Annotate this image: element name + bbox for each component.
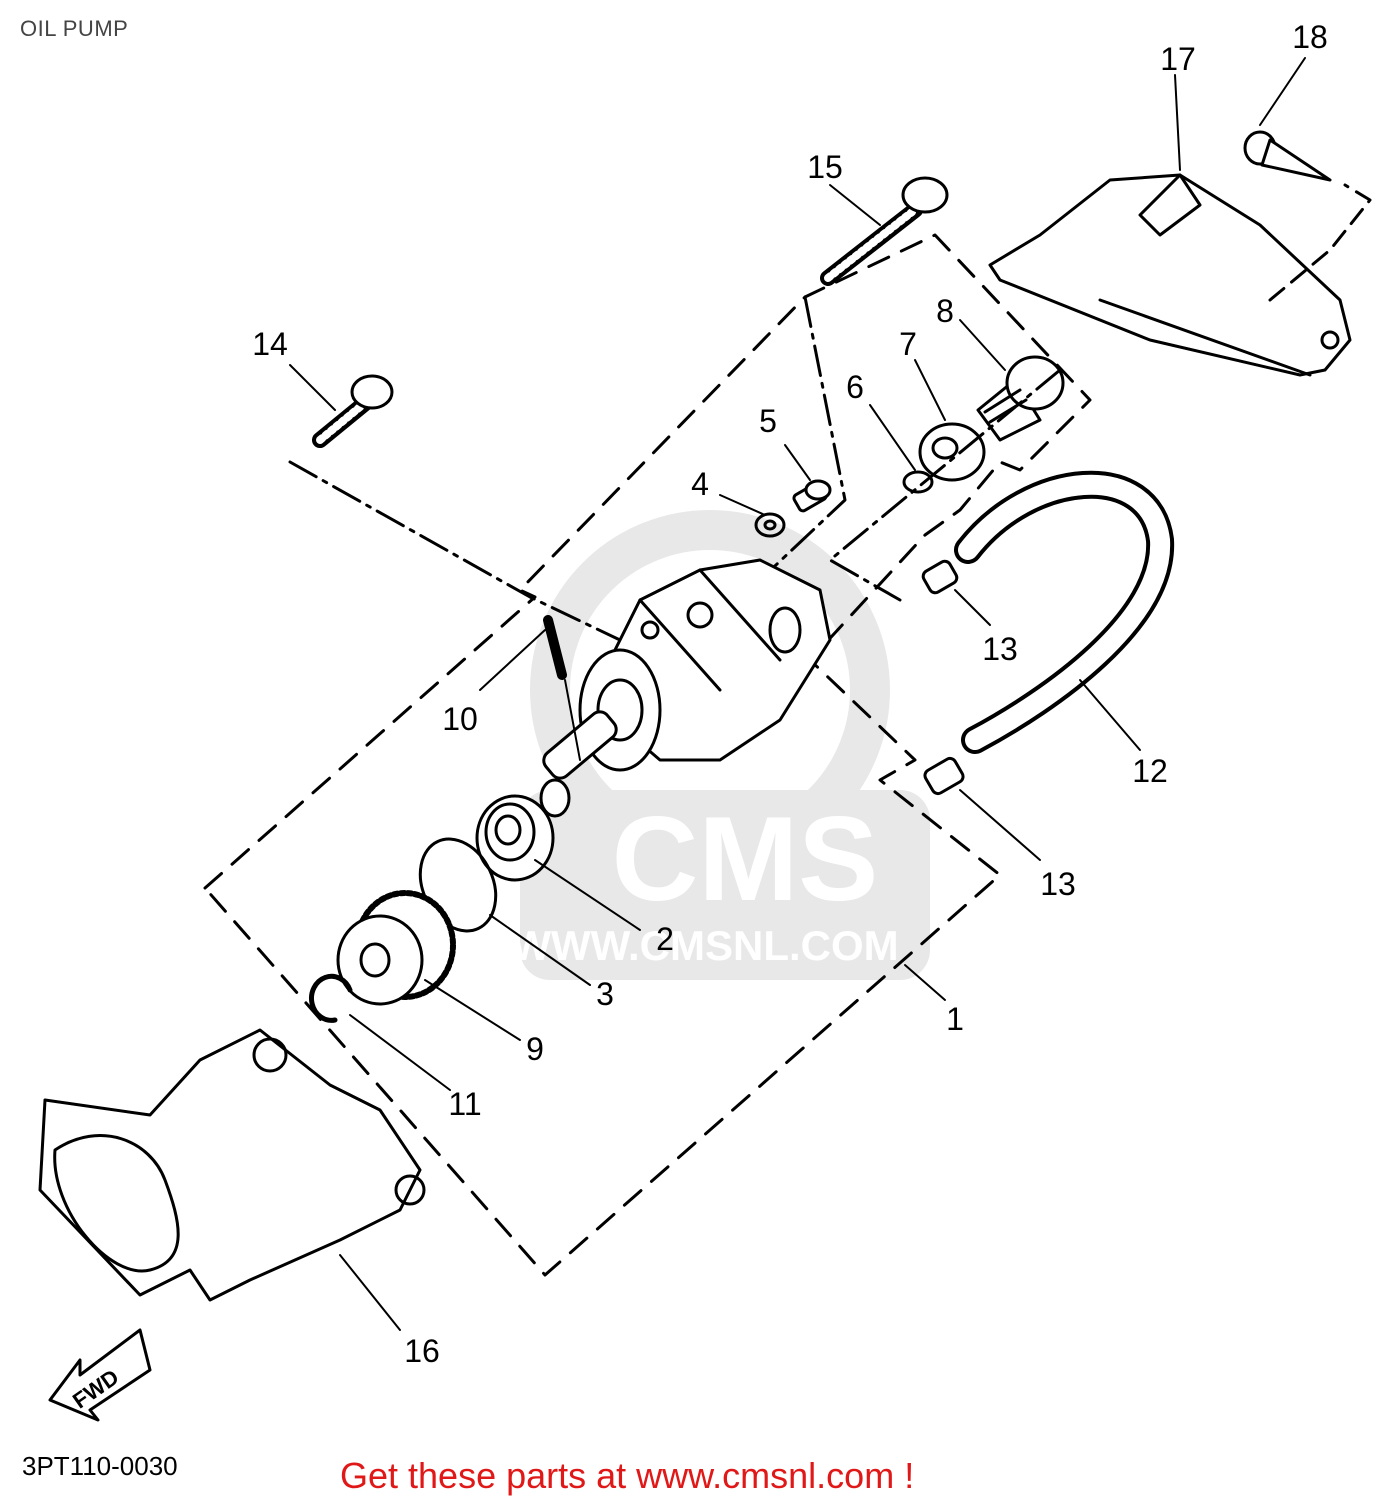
- callout-2: 2: [656, 921, 674, 957]
- watermark-url: WWW.CMSNL.COM: [511, 922, 898, 969]
- leader-lines: [289, 57, 1306, 1331]
- bearing-2: [475, 794, 555, 882]
- callout-6: 6: [846, 369, 864, 405]
- callout-15: 15: [807, 149, 843, 185]
- callout-7: 7: [899, 326, 917, 362]
- bolt-15: [820, 176, 949, 286]
- bolt-14: [312, 374, 394, 448]
- page-title: OIL PUMP: [20, 16, 129, 41]
- callout-10: 10: [442, 701, 478, 737]
- plug-8: [976, 355, 1065, 442]
- callout-13-upper: 13: [982, 631, 1018, 667]
- washer-6: [902, 470, 934, 494]
- leader-6-7-8-axis: [828, 368, 1062, 602]
- circlip-11: [309, 973, 353, 1023]
- callout-18: 18: [1292, 19, 1328, 55]
- callout-17: 17: [1160, 41, 1196, 77]
- clamp-13-upper: [921, 559, 959, 595]
- fwd-arrow: [48, 1328, 152, 1422]
- callout-1: 1: [946, 1001, 964, 1037]
- leader-17-screw: [1268, 183, 1372, 302]
- callout-14: 14: [252, 326, 288, 362]
- callout-4: 4: [691, 466, 709, 502]
- bracket-17: [988, 173, 1352, 377]
- oil-pump-body: [539, 558, 832, 818]
- leader-14-axis: [288, 460, 622, 642]
- callout-8: 8: [936, 293, 954, 329]
- clamp-13-lower: [923, 756, 965, 796]
- cover-16: [38, 1028, 426, 1302]
- gear-9: [336, 890, 456, 1006]
- callout-3: 3: [596, 976, 614, 1012]
- watermark: CMS WWW.CMSNL.COM: [511, 510, 930, 980]
- callout-11: 11: [448, 1086, 481, 1122]
- assembly-boundary: [203, 233, 1092, 1277]
- washer-4: [754, 512, 786, 538]
- leader-15-axis: [758, 295, 847, 582]
- nut-7: [918, 422, 986, 482]
- diagram-code: 3PT110-0030: [22, 1451, 178, 1481]
- callout-16: 16: [404, 1333, 440, 1369]
- callout-12: 12: [1132, 753, 1168, 789]
- bolt-5: [792, 479, 832, 513]
- screw-18: [1243, 130, 1332, 182]
- callout-9: 9: [526, 1031, 544, 1067]
- promo-link[interactable]: Get these parts at www.cmsnl.com !: [340, 1455, 915, 1496]
- callout-5: 5: [759, 403, 777, 439]
- pin-10: [543, 615, 567, 680]
- watermark-brand: CMS: [612, 792, 879, 926]
- callout-13-lower: 13: [1040, 866, 1076, 902]
